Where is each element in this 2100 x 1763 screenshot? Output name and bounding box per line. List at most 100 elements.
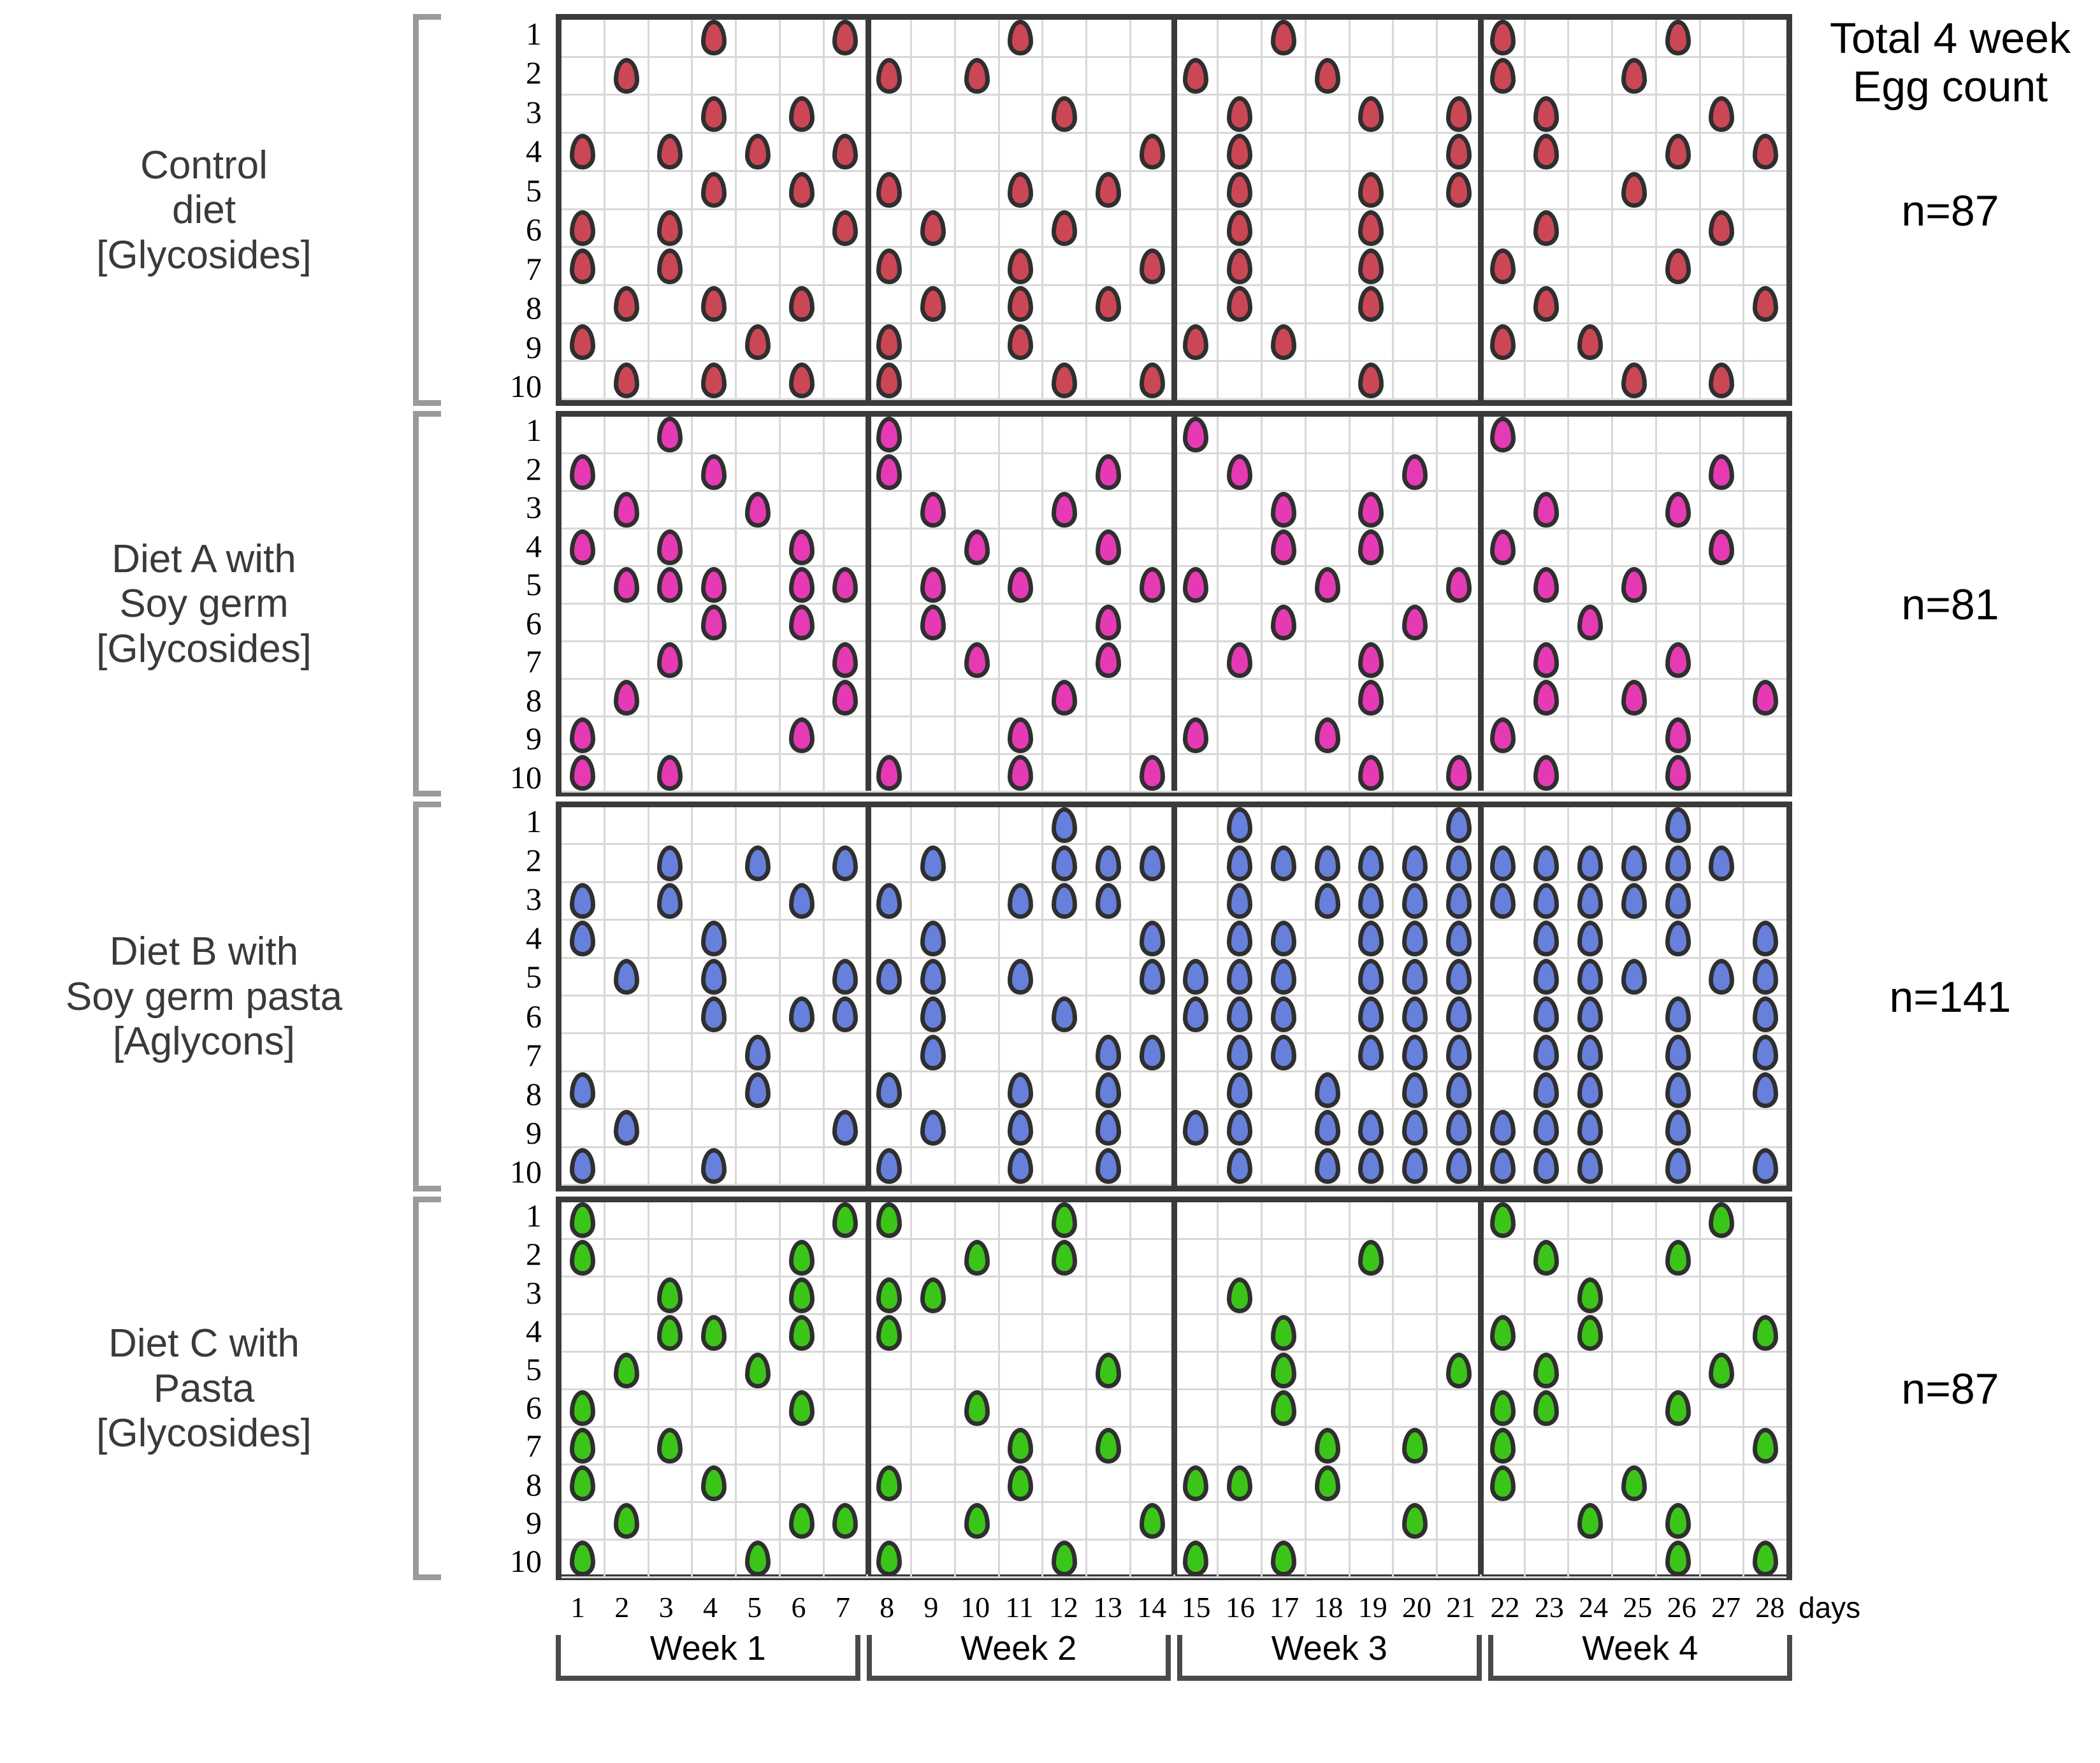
- egg-cell[interactable]: [1307, 882, 1351, 919]
- egg-cell[interactable]: [956, 605, 1000, 640]
- egg-cell[interactable]: [781, 324, 825, 361]
- egg-cell[interactable]: [649, 454, 693, 490]
- egg-cell[interactable]: [1175, 1541, 1219, 1576]
- egg-cell[interactable]: [868, 285, 912, 322]
- egg-cell[interactable]: [1263, 96, 1307, 133]
- egg-cell[interactable]: [1087, 96, 1131, 133]
- egg-cell[interactable]: [1351, 57, 1394, 94]
- egg-cell[interactable]: [868, 417, 912, 452]
- egg-cell[interactable]: [1087, 1465, 1131, 1501]
- egg-cell[interactable]: [1043, 492, 1087, 528]
- egg-cell[interactable]: [1482, 20, 1526, 56]
- egg-cell[interactable]: [1701, 492, 1745, 528]
- egg-cell[interactable]: [1000, 171, 1044, 208]
- egg-cell[interactable]: [781, 921, 825, 957]
- egg-cell[interactable]: [1043, 567, 1087, 603]
- egg-cell[interactable]: [1613, 285, 1657, 322]
- egg-cell[interactable]: [956, 529, 1000, 565]
- egg-cell[interactable]: [1569, 57, 1613, 94]
- egg-cell[interactable]: [956, 210, 1000, 247]
- egg-cell[interactable]: [1175, 958, 1219, 995]
- egg-cell[interactable]: [605, 1110, 649, 1146]
- egg-cell[interactable]: [1569, 807, 1613, 844]
- egg-cell[interactable]: [737, 96, 781, 133]
- egg-cell[interactable]: [1657, 1240, 1701, 1276]
- egg-cell[interactable]: [1000, 454, 1044, 490]
- egg-cell[interactable]: [1569, 921, 1613, 957]
- egg-cell[interactable]: [912, 1034, 956, 1070]
- egg-cell[interactable]: [825, 1353, 869, 1388]
- egg-cell[interactable]: [649, 567, 693, 603]
- egg-cell[interactable]: [825, 1390, 869, 1426]
- egg-cell[interactable]: [561, 921, 605, 957]
- egg-cell[interactable]: [1175, 997, 1219, 1033]
- egg-cell[interactable]: [605, 997, 649, 1033]
- egg-cell[interactable]: [737, 1465, 781, 1501]
- egg-cell[interactable]: [1087, 417, 1131, 452]
- egg-cell[interactable]: [1482, 997, 1526, 1033]
- egg-cell[interactable]: [1613, 717, 1657, 753]
- egg-cell[interactable]: [737, 1541, 781, 1576]
- egg-cell[interactable]: [825, 882, 869, 919]
- egg-cell[interactable]: [1526, 958, 1570, 995]
- egg-cell[interactable]: [693, 1503, 737, 1539]
- egg-cell[interactable]: [1219, 529, 1263, 565]
- egg-cell[interactable]: [1744, 958, 1786, 995]
- egg-cell[interactable]: [693, 642, 737, 678]
- egg-cell[interactable]: [868, 1503, 912, 1539]
- egg-cell[interactable]: [1744, 1390, 1786, 1426]
- egg-cell[interactable]: [693, 921, 737, 957]
- egg-cell[interactable]: [1131, 958, 1175, 995]
- egg-cell[interactable]: [1569, 1034, 1613, 1070]
- egg-cell[interactable]: [693, 1072, 737, 1109]
- egg-cell[interactable]: [1701, 248, 1745, 284]
- egg-cell[interactable]: [1087, 529, 1131, 565]
- egg-cell[interactable]: [912, 807, 956, 844]
- egg-cell[interactable]: [1744, 1240, 1786, 1276]
- egg-cell[interactable]: [781, 1315, 825, 1351]
- egg-cell[interactable]: [1000, 1277, 1044, 1313]
- egg-cell[interactable]: [1000, 492, 1044, 528]
- egg-cell[interactable]: [1351, 1202, 1394, 1238]
- egg-cell[interactable]: [1175, 1353, 1219, 1388]
- egg-cell[interactable]: [1744, 1503, 1786, 1539]
- egg-cell[interactable]: [1438, 1202, 1482, 1238]
- egg-cell[interactable]: [1394, 642, 1438, 678]
- egg-cell[interactable]: [1657, 567, 1701, 603]
- egg-cell[interactable]: [1351, 20, 1394, 56]
- egg-cell[interactable]: [1175, 1240, 1219, 1276]
- egg-cell[interactable]: [956, 20, 1000, 56]
- egg-cell[interactable]: [1000, 362, 1044, 399]
- egg-cell[interactable]: [1701, 171, 1745, 208]
- egg-cell[interactable]: [1526, 362, 1570, 399]
- egg-cell[interactable]: [1263, 717, 1307, 753]
- egg-cell[interactable]: [1307, 717, 1351, 753]
- egg-cell[interactable]: [1043, 755, 1087, 791]
- egg-cell[interactable]: [1307, 1110, 1351, 1146]
- egg-cell[interactable]: [1263, 171, 1307, 208]
- egg-cell[interactable]: [605, 134, 649, 170]
- egg-cell[interactable]: [1394, 755, 1438, 791]
- egg-cell[interactable]: [605, 1428, 649, 1464]
- egg-cell[interactable]: [1263, 755, 1307, 791]
- egg-cell[interactable]: [1175, 680, 1219, 716]
- egg-cell[interactable]: [868, 1353, 912, 1388]
- egg-cell[interactable]: [649, 1315, 693, 1351]
- egg-cell[interactable]: [1657, 1353, 1701, 1388]
- egg-cell[interactable]: [956, 1315, 1000, 1351]
- egg-cell[interactable]: [825, 717, 869, 753]
- egg-cell[interactable]: [1701, 1390, 1745, 1426]
- egg-cell[interactable]: [912, 882, 956, 919]
- egg-cell[interactable]: [1657, 958, 1701, 995]
- egg-cell[interactable]: [1701, 96, 1745, 133]
- egg-cell[interactable]: [781, 755, 825, 791]
- egg-cell[interactable]: [1613, 1110, 1657, 1146]
- egg-cell[interactable]: [693, 1390, 737, 1426]
- egg-cell[interactable]: [1175, 57, 1219, 94]
- egg-cell[interactable]: [1307, 529, 1351, 565]
- egg-cell[interactable]: [1307, 20, 1351, 56]
- egg-cell[interactable]: [1526, 1503, 1570, 1539]
- egg-cell[interactable]: [1613, 1148, 1657, 1184]
- egg-cell[interactable]: [1569, 285, 1613, 322]
- egg-cell[interactable]: [1613, 567, 1657, 603]
